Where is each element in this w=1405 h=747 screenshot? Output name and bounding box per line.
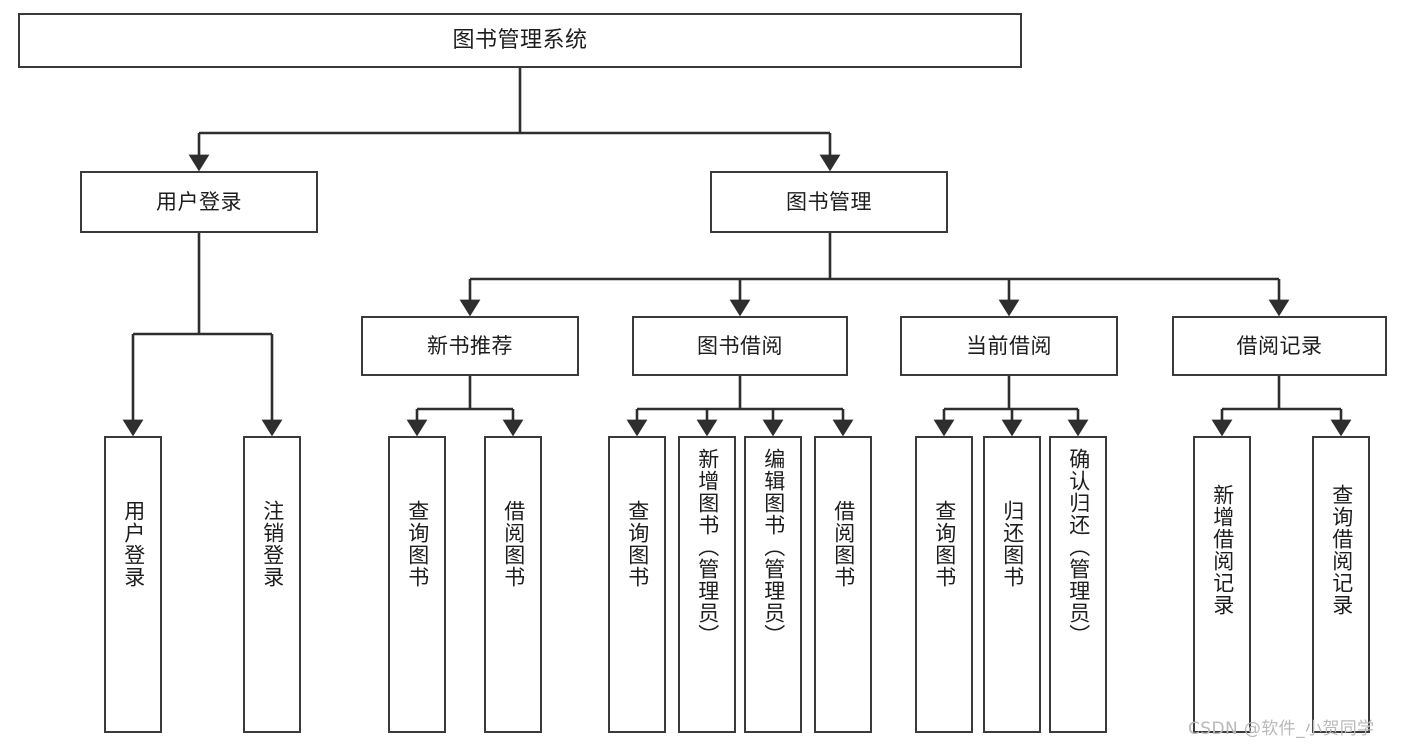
node-leaf-borrow-book-1-label: 借阅图书: [501, 500, 526, 588]
node-leaf-borrow-book-2[interactable]: 借阅图书: [814, 436, 872, 733]
node-leaf-user-login[interactable]: 用户登录: [104, 436, 162, 733]
node-leaf-return-book[interactable]: 归还图书: [983, 436, 1041, 733]
node-borrow-record-label: 借阅记录: [1236, 333, 1323, 358]
node-leaf-add-record-label: 新增借阅记录: [1210, 484, 1235, 616]
node-leaf-edit-book-admin[interactable]: 编辑图书（管理员）: [744, 436, 802, 733]
node-leaf-confirm-return[interactable]: 确认归还（管理员）: [1049, 436, 1107, 733]
node-borrow-record[interactable]: 借阅记录: [1172, 316, 1387, 376]
node-leaf-return-book-label: 归还图书: [1000, 500, 1025, 588]
node-new-book-recommend[interactable]: 新书推荐: [361, 316, 579, 376]
node-user-login[interactable]: 用户登录: [80, 171, 318, 233]
node-leaf-query-book-2-label: 查询图书: [625, 500, 650, 588]
node-leaf-add-record[interactable]: 新增借阅记录: [1193, 436, 1251, 733]
node-leaf-query-record-label: 查询借阅记录: [1329, 484, 1354, 616]
node-leaf-query-book-3[interactable]: 查询图书: [915, 436, 973, 733]
node-book-borrow[interactable]: 图书借阅: [632, 316, 848, 376]
node-book-borrow-label: 图书借阅: [697, 333, 783, 358]
node-current-borrow[interactable]: 当前借阅: [900, 316, 1118, 376]
node-user-login-label: 用户登录: [156, 189, 242, 214]
node-leaf-query-record[interactable]: 查询借阅记录: [1312, 436, 1370, 733]
node-leaf-add-book-admin-label: 新增图书（管理员）: [695, 448, 720, 646]
node-new-book-recommend-label: 新书推荐: [427, 333, 513, 358]
node-leaf-logout[interactable]: 注销登录: [243, 436, 301, 733]
watermark: CSDN @软件_小贺同学: [1188, 719, 1375, 739]
node-book-management-label: 图书管理: [786, 189, 872, 214]
node-leaf-borrow-book-2-label: 借阅图书: [831, 500, 856, 588]
node-leaf-query-book-1-label: 查询图书: [405, 500, 430, 588]
node-root[interactable]: 图书管理系统: [18, 13, 1022, 68]
node-leaf-user-login-label: 用户登录: [121, 500, 146, 588]
node-leaf-query-book-1[interactable]: 查询图书: [388, 436, 446, 733]
node-leaf-query-book-3-label: 查询图书: [932, 500, 957, 588]
node-leaf-add-book-admin[interactable]: 新增图书（管理员）: [678, 436, 736, 733]
node-root-label: 图书管理系统: [452, 27, 588, 53]
node-leaf-confirm-return-label: 确认归还（管理员）: [1066, 448, 1091, 646]
node-leaf-borrow-book-1[interactable]: 借阅图书: [484, 436, 542, 733]
node-leaf-logout-label: 注销登录: [260, 500, 285, 588]
node-leaf-query-book-2[interactable]: 查询图书: [608, 436, 666, 733]
node-leaf-edit-book-admin-label: 编辑图书（管理员）: [761, 448, 786, 646]
node-book-management[interactable]: 图书管理: [710, 171, 948, 233]
node-current-borrow-label: 当前借阅: [966, 333, 1052, 358]
